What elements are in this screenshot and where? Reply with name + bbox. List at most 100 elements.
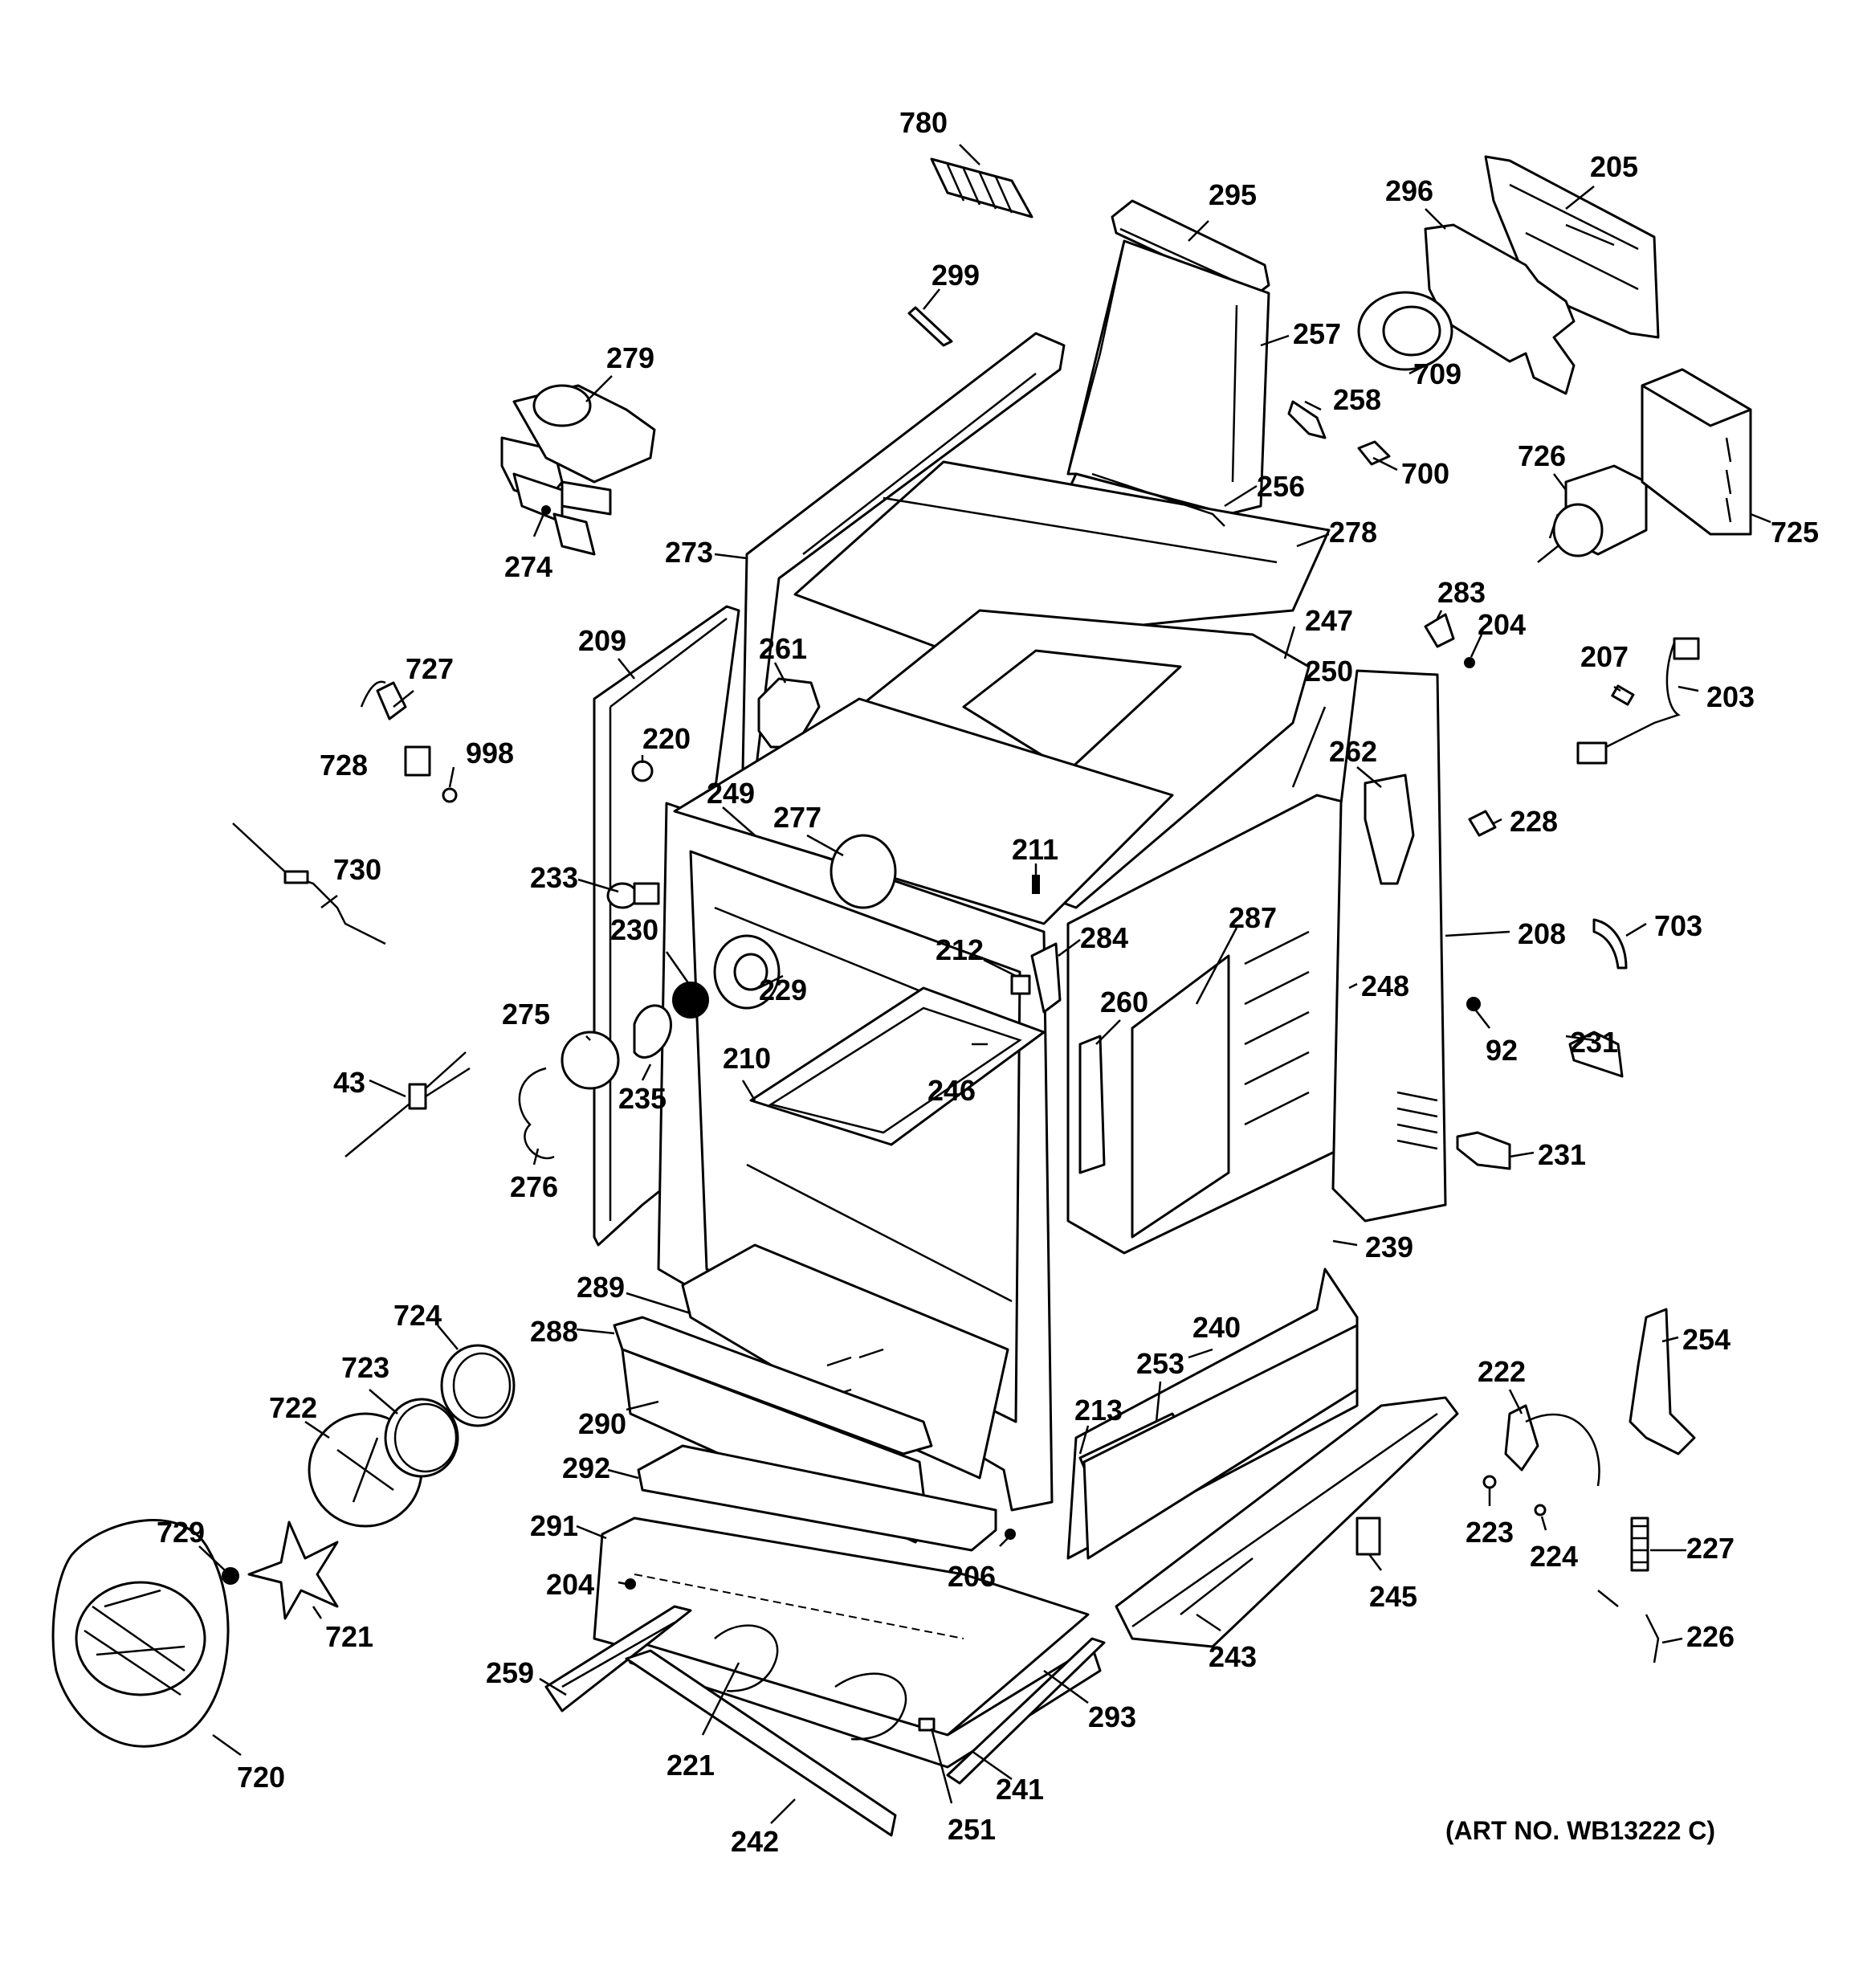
label-283: 283 [1437, 576, 1486, 609]
label-231a: 231 [1570, 1026, 1618, 1059]
part-725-box [1641, 368, 1752, 536]
part-222-igniter-bracket [1504, 1404, 1600, 1487]
part-207-clip [1611, 684, 1635, 706]
part-227-igniter [1630, 1517, 1649, 1572]
label-709: 709 [1413, 357, 1461, 390]
label-222: 222 [1478, 1355, 1526, 1388]
label-296: 296 [1385, 174, 1433, 207]
label-293: 293 [1088, 1700, 1136, 1733]
label-249: 249 [707, 777, 755, 810]
label-239: 239 [1365, 1231, 1413, 1263]
label-279: 279 [606, 341, 654, 374]
label-212: 212 [936, 933, 984, 966]
part-203-power-cord [1576, 637, 1700, 765]
label-223: 223 [1466, 1516, 1514, 1549]
label-253: 253 [1136, 1347, 1184, 1380]
part-283-clip [1424, 613, 1455, 648]
label-208: 208 [1518, 917, 1566, 950]
label-295: 295 [1209, 178, 1257, 211]
label-213: 213 [1074, 1394, 1123, 1427]
part-780-vent [930, 157, 1033, 218]
label-730: 730 [333, 853, 381, 886]
part-220-nut [631, 760, 654, 782]
label-210: 210 [723, 1042, 771, 1075]
part-728-plate [404, 745, 431, 777]
label-205: 205 [1590, 150, 1638, 183]
label-209: 209 [578, 624, 626, 657]
label-211: 211 [1012, 833, 1058, 866]
label-277: 277 [773, 801, 821, 834]
part-235-bulb [633, 1004, 672, 1059]
label-235: 235 [618, 1082, 667, 1115]
part-212-bracket [1010, 974, 1031, 995]
part-231-bracket-upper [1568, 1031, 1624, 1078]
label-276: 276 [510, 1170, 558, 1203]
part-242-rail [625, 1649, 897, 1837]
label-259: 259 [486, 1656, 534, 1689]
label-261: 261 [759, 632, 807, 665]
part-241-strip [946, 1637, 1106, 1785]
art-number: (ART NO. WB13222 C) [1445, 1816, 1715, 1845]
label-998: 998 [466, 737, 514, 769]
label-262: 262 [1329, 735, 1377, 768]
label-723: 723 [341, 1351, 389, 1384]
part-number-labels: 780 295 296 205 299 257 279 709 258 700 … [157, 106, 1819, 1858]
part-296-bracket-plate [1424, 223, 1576, 395]
part-224-screw [1534, 1504, 1547, 1517]
label-250: 250 [1305, 655, 1353, 688]
label-226: 226 [1686, 1620, 1735, 1653]
part-729-nut [222, 1567, 239, 1585]
label-278: 278 [1329, 516, 1377, 549]
part-204-screw-bottom [625, 1578, 636, 1590]
part-703-bracket [1592, 918, 1628, 970]
label-241: 241 [996, 1773, 1044, 1806]
part-730-sensor-wire [232, 823, 386, 945]
label-292: 292 [562, 1451, 610, 1484]
label-700: 700 [1401, 457, 1449, 490]
label-284: 284 [1080, 921, 1128, 954]
part-213-front-panel [1082, 1324, 1359, 1560]
part-724-ring [440, 1344, 516, 1427]
label-230: 230 [610, 913, 658, 946]
label-299: 299 [932, 259, 980, 292]
label-726: 726 [1518, 439, 1566, 472]
part-221-burner [714, 1624, 907, 1741]
label-220: 220 [642, 722, 691, 755]
part-249-cavity-top [673, 697, 1174, 925]
part-275-lens [561, 1031, 620, 1090]
part-262-bracket [1364, 774, 1415, 885]
label-227: 227 [1686, 1532, 1735, 1565]
part-726-motor [1537, 464, 1648, 563]
label-257: 257 [1293, 317, 1341, 350]
part-256-gasket [1091, 472, 1225, 527]
label-228: 228 [1510, 805, 1558, 838]
part-723-disc [384, 1398, 459, 1478]
part-292-plate [637, 1444, 997, 1552]
label-233: 233 [530, 861, 578, 894]
label-722: 722 [269, 1391, 317, 1424]
part-720-fan-cover [51, 1519, 230, 1748]
part-287-right-panel [1066, 794, 1351, 1255]
label-206: 206 [948, 1560, 996, 1593]
label-207: 207 [1580, 640, 1629, 673]
label-251: 251 [948, 1813, 996, 1846]
part-257-flue-duct [1066, 239, 1270, 532]
label-231b: 231 [1538, 1138, 1586, 1171]
label-240: 240 [1192, 1311, 1241, 1344]
label-287: 287 [1229, 901, 1277, 934]
label-729: 729 [157, 1516, 205, 1549]
part-92-nut [1466, 997, 1481, 1011]
label-275: 275 [502, 998, 550, 1031]
label-274: 274 [504, 550, 552, 583]
label-728: 728 [320, 749, 368, 782]
part-709-ring [1357, 291, 1453, 371]
label-273: 273 [665, 536, 713, 569]
part-223-screw [1482, 1475, 1497, 1489]
part-998-nut [442, 787, 458, 803]
part-246-cavity-frame [749, 986, 1046, 1146]
part-243-burner-rail [1115, 1396, 1459, 1648]
part-700-clip [1357, 440, 1391, 466]
label-203: 203 [1706, 680, 1755, 713]
label-254: 254 [1682, 1323, 1731, 1356]
